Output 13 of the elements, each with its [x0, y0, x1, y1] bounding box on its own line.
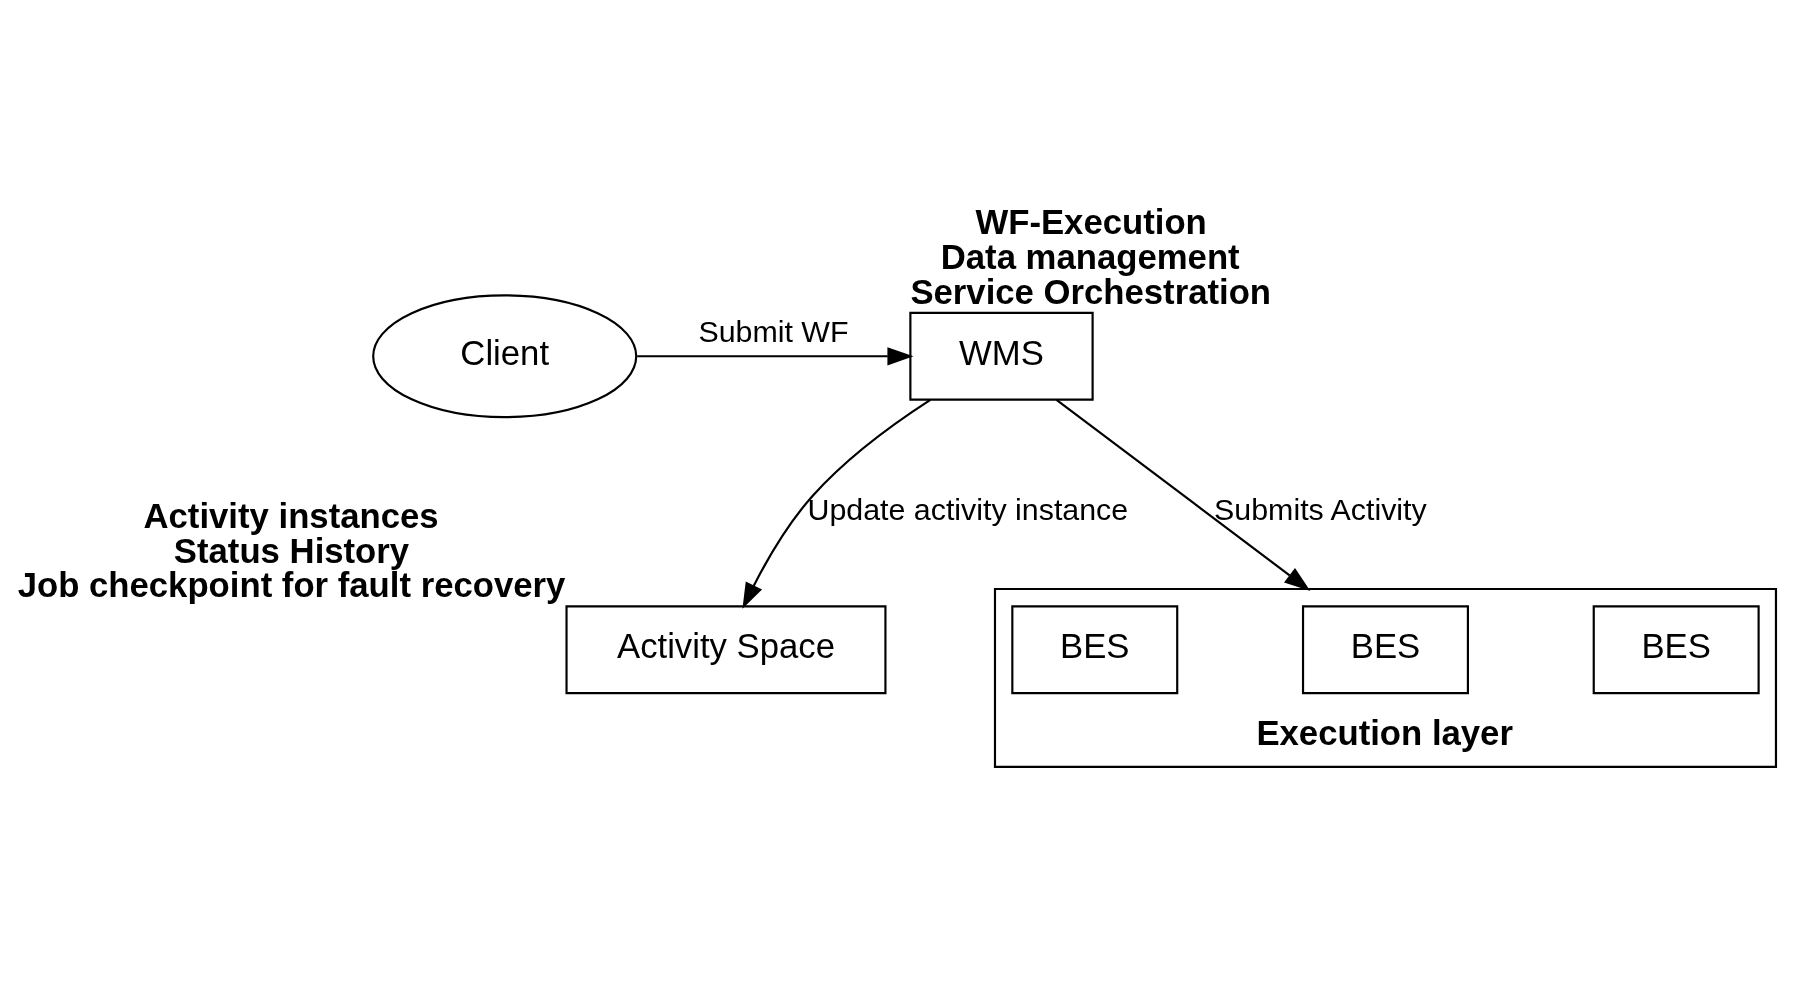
edge-label: Submit WF [697, 314, 849, 348]
node-box: WMS [908, 311, 1094, 401]
node-box: BES [1301, 605, 1469, 695]
node-ellipse: Client [371, 294, 637, 419]
arrow [741, 398, 931, 609]
edge-label: Update activity instance [807, 493, 1128, 527]
edge-label: Submits Activity [1213, 493, 1427, 527]
node-box: BES [1010, 605, 1178, 695]
arrow [636, 347, 913, 366]
node-box: Activity Space [564, 605, 886, 695]
node-label: Activity instances [143, 496, 439, 535]
node-box: BES [1592, 605, 1760, 695]
arrow [1055, 399, 1310, 591]
